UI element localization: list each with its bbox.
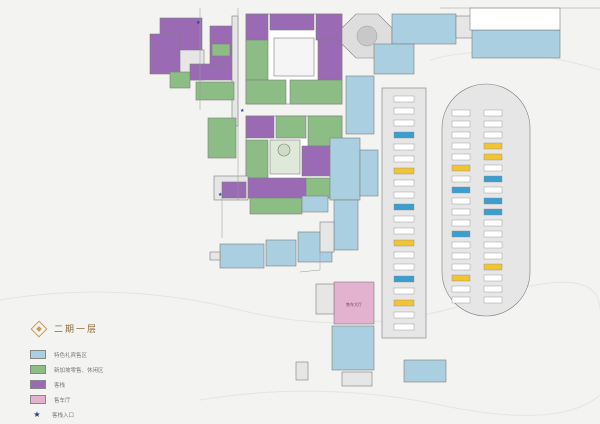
parking-stall xyxy=(451,175,471,183)
parking-stall xyxy=(483,296,503,304)
parking-stall xyxy=(451,296,471,304)
legend-item-label: 客栈入口 xyxy=(52,412,75,419)
legend-item: 售车厅 xyxy=(30,392,200,407)
parking-lot-east xyxy=(441,83,531,317)
parking-stall xyxy=(483,263,503,271)
legend-item-label: 新加坡零售、休闲区 xyxy=(54,367,104,374)
parking-stall xyxy=(451,197,471,205)
parking-stall xyxy=(451,186,471,194)
parking-stall xyxy=(393,287,415,295)
parking-stall xyxy=(393,143,415,151)
color-swatch xyxy=(30,365,46,374)
inn-block-north-center xyxy=(245,13,343,105)
legend-item: 新加坡零售、休闲区 xyxy=(30,362,200,377)
parking-stall xyxy=(451,142,471,150)
diamond-icon xyxy=(30,320,48,337)
parking-stall xyxy=(451,230,471,238)
parking-stall xyxy=(483,219,503,227)
parking-stall xyxy=(393,227,415,235)
parking-stall xyxy=(483,197,503,205)
legend-title-row: 二期一层 xyxy=(30,320,200,337)
parking-stall xyxy=(451,219,471,227)
parking-stall xyxy=(483,153,503,161)
car-sales-hall: 售车大厅 xyxy=(315,281,375,325)
parking-stall xyxy=(393,203,415,211)
legend-item-label: 特色礼宾售区 xyxy=(54,352,88,359)
parking-stall xyxy=(451,263,471,271)
parking-stall xyxy=(483,109,503,117)
legend-item-label: 售车厅 xyxy=(54,397,71,404)
parking-stall xyxy=(393,95,415,103)
legend-item: 特色礼宾售区 xyxy=(30,347,200,362)
parking-stall xyxy=(393,299,415,307)
parking-stall xyxy=(451,131,471,139)
retail-cluster-west xyxy=(209,231,333,269)
parking-stall xyxy=(451,153,471,161)
parking-stall xyxy=(451,274,471,282)
inn-entrance-star-icon: ★ xyxy=(240,108,245,114)
parking-stall xyxy=(393,239,415,247)
parking-stall xyxy=(393,155,415,163)
parking-stall xyxy=(483,131,503,139)
parking-stall xyxy=(451,109,471,117)
parking-stall xyxy=(393,167,415,175)
inn-block-southwest xyxy=(213,175,329,215)
parking-stall xyxy=(393,131,415,139)
legend-title: 二期一层 xyxy=(54,325,99,335)
legend-item-label: 客栈 xyxy=(54,382,66,389)
inn-entrance-star-icon: ★ xyxy=(218,192,223,198)
parking-stall xyxy=(483,274,503,282)
parking-stall xyxy=(483,142,503,150)
parking-stall xyxy=(483,120,503,128)
inn-block-middle xyxy=(207,115,343,199)
parking-stall xyxy=(393,323,415,331)
parking-stall xyxy=(451,285,471,293)
parking-stall xyxy=(483,186,503,194)
star-icon: ★ xyxy=(33,410,41,419)
legend-items: 特色礼宾售区新加坡零售、休闲区客栈售车厅 ★ 客栈入口 xyxy=(30,347,200,422)
legend-item: 客栈 xyxy=(30,377,200,392)
hall-label: 售车大厅 xyxy=(346,301,362,307)
parking-stall xyxy=(451,241,471,249)
inn-entrance-star-icon: ★ xyxy=(196,20,201,26)
parking-stall xyxy=(393,263,415,271)
parking-lot-west xyxy=(381,87,427,339)
map-legend: 二期一层 特色礼宾售区新加坡零售、休闲区客栈售车厅 ★ 客栈入口 xyxy=(30,320,200,422)
parking-stall xyxy=(393,179,415,187)
parking-stall xyxy=(483,175,503,183)
inn-complex-north xyxy=(149,15,239,127)
parking-stall xyxy=(483,230,503,238)
inn-entrance-markers: ★ ★ ★ xyxy=(196,20,245,198)
road-outlines xyxy=(199,7,600,273)
retail-south xyxy=(295,325,447,387)
parking-stall xyxy=(483,285,503,293)
parking-stall xyxy=(483,252,503,260)
color-swatch xyxy=(30,350,46,359)
parking-stall xyxy=(393,275,415,283)
parking-stall xyxy=(393,215,415,223)
parking-stall xyxy=(451,120,471,128)
parking-stall xyxy=(483,208,503,216)
color-swatch xyxy=(30,395,46,404)
parking-stall xyxy=(483,241,503,249)
parking-stall xyxy=(393,251,415,259)
parking-stall xyxy=(393,311,415,319)
parking-stall xyxy=(393,119,415,127)
parking-stall xyxy=(451,252,471,260)
legend-item: ★ 客栈入口 xyxy=(30,407,200,422)
retail-spine-central xyxy=(319,75,379,253)
retail-strip-north xyxy=(373,7,561,75)
parking-stall xyxy=(451,164,471,172)
parking-stall xyxy=(451,208,471,216)
color-swatch xyxy=(30,380,46,389)
parking-stall xyxy=(483,164,503,172)
parking-stall xyxy=(393,107,415,115)
parking-stall xyxy=(393,191,415,199)
